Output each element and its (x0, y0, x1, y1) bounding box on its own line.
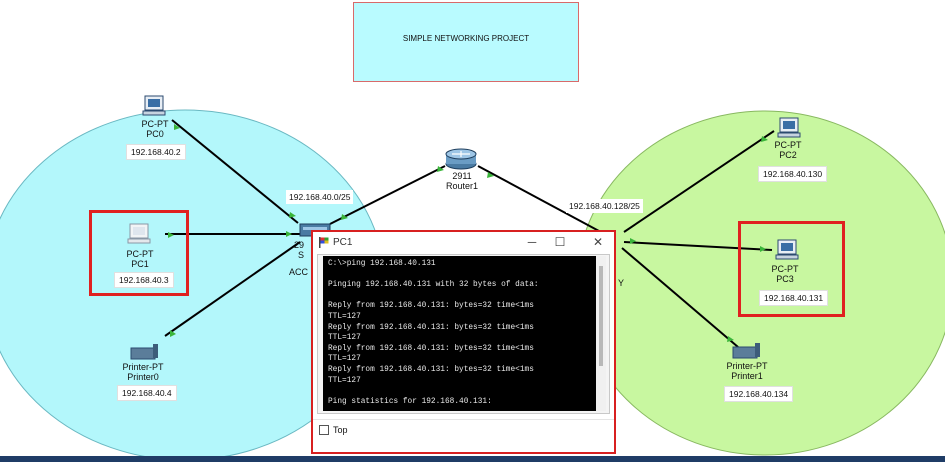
terminal-text: C:\>ping 192.168.40.131 Pinging 192.168.… (328, 260, 539, 406)
pc3-icon[interactable] (775, 239, 799, 260)
left-network-label: 192.168.40.0/25 (286, 190, 354, 204)
switch1-group-label: Y (618, 278, 625, 288)
link-pc0-switch (171, 119, 299, 224)
terminal-scrollbar[interactable] (596, 256, 606, 411)
pc1-label: PC-PT PC1 (126, 249, 154, 269)
pc1-ip: 192.168.40.3 (114, 272, 174, 288)
router-icon[interactable] (445, 148, 477, 170)
pc1-terminal-window[interactable]: PC1 ─ ☐ ✕ C:\>ping 192.168.40.131 Pingin… (311, 230, 616, 454)
link-printer0-switch (164, 241, 301, 337)
pc0-ip: 192.168.40.2 (126, 144, 186, 160)
pc3-label: PC-PT PC3 (771, 264, 799, 284)
command-prompt-output[interactable]: C:\>ping 192.168.40.131 Pinging 192.168.… (323, 256, 599, 411)
pc1-highlight (89, 210, 189, 296)
pc0-label: PC-PT PC0 (141, 119, 169, 139)
pc3-ip: 192.168.40.131 (759, 290, 829, 306)
top-checkbox-label: Top (333, 425, 348, 435)
top-checkbox[interactable] (319, 425, 329, 435)
pc2-ip: 192.168.40.130 (758, 166, 828, 182)
project-title-box[interactable]: SIMPLE NETWORKING PROJECT (353, 2, 579, 82)
maximize-button[interactable]: ☐ (554, 235, 566, 249)
link-router-switch1 (477, 165, 613, 239)
printer1-icon[interactable] (732, 343, 760, 359)
port-indicators (168, 124, 768, 342)
router1-label: 2911 Router1 (445, 171, 479, 191)
switch0-label: 29 S (294, 240, 305, 260)
scrollbar-thumb[interactable] (599, 266, 603, 366)
pc3-highlight (738, 221, 845, 317)
project-title: SIMPLE NETWORKING PROJECT (402, 34, 530, 43)
links (164, 119, 775, 348)
link-switch1-pc2 (623, 130, 775, 233)
window-titlebar[interactable]: PC1 ─ ☐ ✕ (313, 232, 614, 254)
taskbar-strip (0, 456, 945, 462)
printer0-icon[interactable] (130, 344, 158, 360)
pc1-icon[interactable] (127, 223, 151, 244)
printer0-label: Printer-PT Printer0 (122, 362, 164, 382)
link-switch1-printer1 (621, 247, 739, 348)
window-footer (313, 419, 614, 446)
pc2-label: PC-PT PC2 (774, 140, 802, 160)
printer1-label: Printer-PT Printer1 (726, 361, 768, 381)
pc0-icon[interactable] (142, 95, 166, 116)
switch0-group-label: ACC (289, 267, 309, 277)
window-title: PC1 (333, 237, 353, 248)
app-flag-icon (319, 237, 329, 248)
close-button[interactable]: ✕ (592, 235, 604, 249)
pc2-icon[interactable] (777, 117, 801, 138)
right-network-label: 192.168.40.128/25 (566, 199, 643, 213)
link-switch-router (329, 165, 446, 225)
printer0-ip: 192.168.40.4 (117, 385, 177, 401)
minimize-button[interactable]: ─ (527, 235, 537, 249)
link-switch1-pc3 (623, 241, 773, 251)
printer1-ip: 192.168.40.134 (724, 386, 794, 402)
